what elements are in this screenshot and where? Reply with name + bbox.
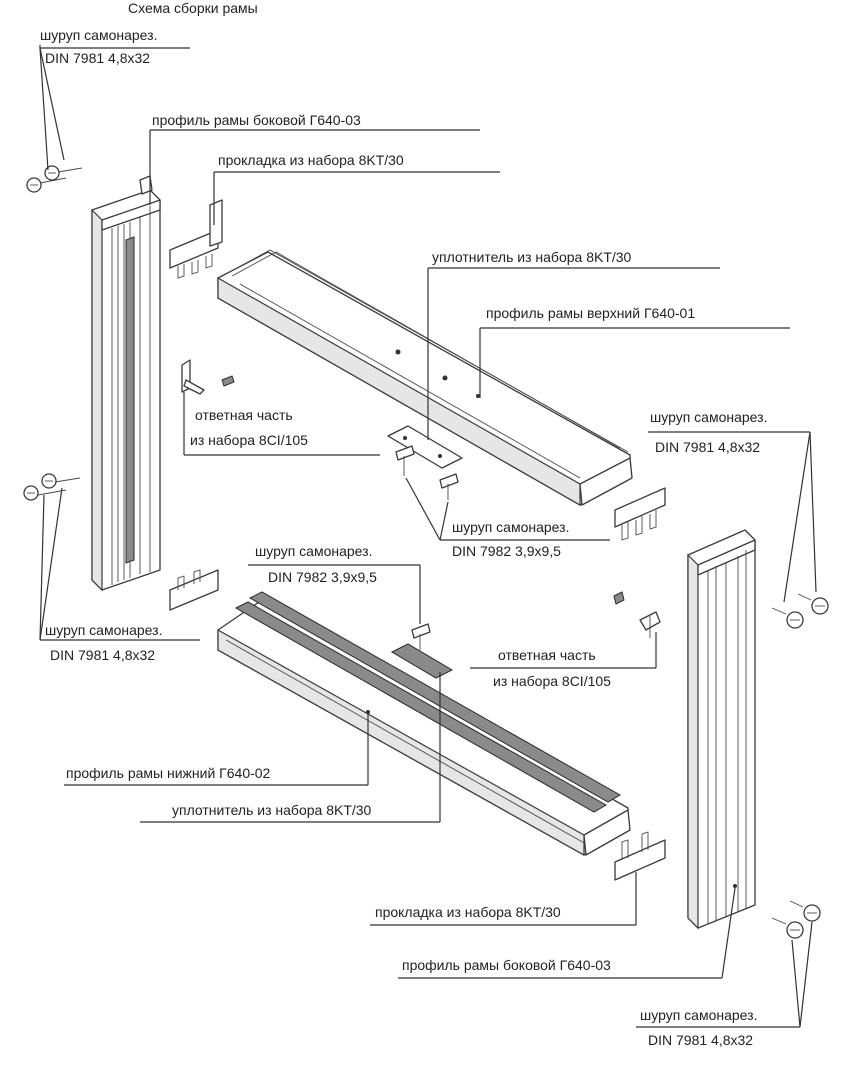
svg-text:шуруп самонарез.: шуруп самонарез. (452, 519, 569, 535)
label-side-profile-bottom: профиль рамы боковой Г640-03 (398, 887, 736, 979)
svg-text:из набора 8CI/105: из набора 8CI/105 (493, 673, 611, 689)
svg-text:профиль рамы боковой Г640-03: профиль рамы боковой Г640-03 (152, 112, 361, 128)
label-side-profile-top: профиль рамы боковой Г640-03 (149, 112, 480, 205)
svg-text:профиль рамы верхний Г640-01: профиль рамы верхний Г640-01 (486, 305, 695, 321)
gasket-top (169, 199, 223, 279)
screw-icon (771, 607, 804, 629)
label-gasket-bottom: прокладка из набора 8KT/30 (370, 872, 637, 926)
label-screw-bottom-left: шуруп самонарез. DIN 7981 4,8x32 (39, 487, 200, 663)
svg-text:шуруп самонарез.: шуруп самонарез. (45, 622, 162, 638)
label-bottom-profile: профиль рамы нижний Г640-02 (64, 714, 369, 786)
svg-text:из набора 8CI/105: из набора 8CI/105 (190, 432, 308, 448)
screw-icon (395, 445, 415, 476)
label-top-profile: профиль рамы верхний Г640-01 (479, 305, 790, 398)
screw-pair-bottom-right (771, 900, 821, 939)
svg-text:DIN 7981 4,8x32: DIN 7981 4,8x32 (50, 647, 155, 663)
svg-text:ответная часть: ответная часть (498, 647, 596, 663)
diagram-title: Схема сборки рамы (128, 0, 258, 16)
connector-plate-top (387, 425, 463, 500)
left-side-profile (91, 175, 161, 592)
counter-part-top (181, 359, 235, 395)
gasket-bottom-right (614, 831, 666, 881)
svg-text:профиль рамы нижний Г640-02: профиль рамы нижний Г640-02 (66, 765, 271, 781)
screw-icon (26, 177, 67, 193)
screw-icon (771, 917, 804, 939)
svg-text:прокладка из набора 8KT/30: прокладка из набора 8KT/30 (375, 904, 561, 920)
svg-text:шуруп самонарез.: шуруп самонарез. (640, 1007, 757, 1023)
svg-text:профиль рамы боковой Г640-0: профиль рамы боковой Г640-03 (402, 957, 611, 973)
label-seal-bottom: уплотнитель из набора 8KT/30 (140, 672, 441, 823)
connector-plate-bottom (390, 623, 454, 679)
svg-text:прокладка из набора 8KT/30: прокладка из набора 8KT/30 (218, 152, 404, 168)
label-screw-bottom: шуруп самонарез. DIN 7982 3,9x9,5 (248, 543, 421, 624)
label-screw-right: шуруп самонарез. DIN 7981 4,8x32 (648, 409, 817, 603)
right-side-profile (687, 529, 756, 930)
svg-text:шуруп самонарез.: шуруп самонарез. (40, 27, 157, 43)
gasket-bottom-left (169, 569, 219, 611)
screw-icon (797, 593, 829, 615)
label-gasket-top: прокладка из набора 8KT/30 (213, 152, 500, 225)
svg-text:шуруп самонарез.: шуруп самонарез. (255, 543, 372, 559)
label-counter-top: ответная часть из набора 8CI/105 (183, 392, 380, 456)
screw-pair-mid-left (23, 473, 81, 501)
screw-pair-right (771, 593, 829, 629)
screw-icon (41, 473, 81, 489)
label-counter-bottom: ответная часть из набора 8CI/105 (470, 632, 657, 689)
svg-text:DIN 7981 4,8x32: DIN 7981 4,8x32 (45, 50, 150, 66)
gasket-top-right (614, 487, 666, 541)
svg-text:шуруп самонарез.: шуруп самонарез. (650, 409, 767, 425)
svg-text:DIN 7981 4,8x32: DIN 7981 4,8x32 (655, 439, 760, 455)
screw-icon (23, 485, 67, 501)
svg-text:DIN 7982 3,9x9,5: DIN 7982 3,9x9,5 (268, 569, 377, 585)
label-screw-mid: шуруп самонарез. DIN 7982 3,9x9,5 (405, 477, 610, 559)
screw-icon (439, 473, 459, 500)
label-seal-top: уплотнитель из набора 8KT/30 (427, 249, 720, 440)
label-screw-bottom-right: шуруп самонарез. DIN 7981 4,8x32 (636, 921, 813, 1048)
screw-icon (789, 900, 821, 922)
svg-text:DIN 7981 4,8x32: DIN 7981 4,8x32 (648, 1032, 753, 1048)
screw-icon (44, 165, 83, 181)
screw-pair-top-left (26, 165, 83, 193)
label-screw-top-left: шуруп самонарез. DIN 7981 4,8x32 (39, 27, 190, 171)
bottom-profile (217, 591, 631, 857)
screw-icon (411, 623, 431, 650)
svg-text:уплотнитель из набора 8KT/30: уплотнитель из набора 8KT/30 (172, 802, 372, 818)
svg-text:ответная часть: ответная часть (195, 407, 293, 423)
svg-text:DIN 7982 3,9x9,5: DIN 7982 3,9x9,5 (452, 543, 561, 559)
svg-text:уплотнитель из набора 8KT/30: уплотнитель из набора 8KT/30 (432, 249, 632, 265)
top-profile (217, 249, 633, 507)
counter-part-bottom (613, 591, 661, 638)
